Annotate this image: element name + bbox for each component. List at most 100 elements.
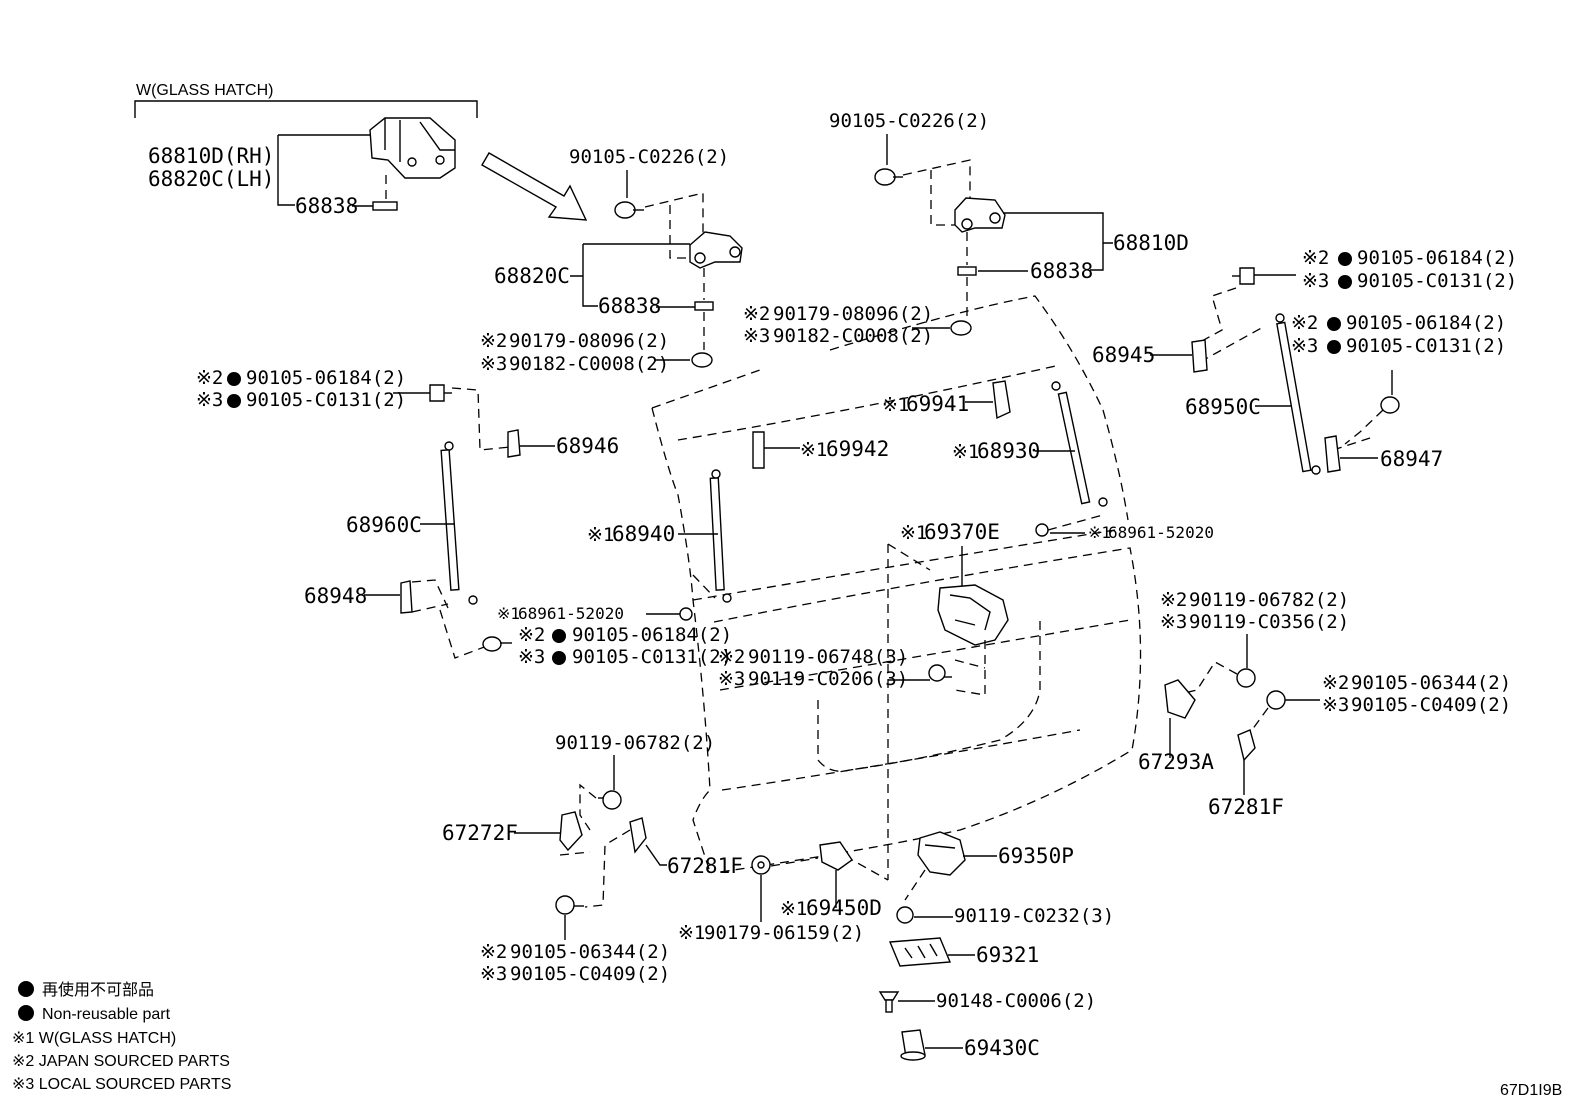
- label-68930: 68930: [977, 439, 1040, 463]
- label-68838-a: 68838: [295, 194, 358, 218]
- mark-1-e: ※1: [1088, 523, 1111, 542]
- lock-69370E-icon: [937, 584, 1009, 646]
- mark-3-d: ※3: [518, 646, 545, 668]
- gas-strut-68960C-icon: [440, 441, 478, 605]
- label-90105-C0226-b: 90105-C0226(2): [829, 110, 989, 132]
- gas-strut-68930-icon: [1051, 381, 1108, 507]
- label-90148-C0006: 90148-C0006(2): [936, 990, 1096, 1012]
- bracket-69941-icon: [992, 380, 1011, 420]
- bracket-68948-icon: [400, 580, 413, 614]
- non-reusable-dot-icon: [1327, 317, 1341, 331]
- label-90119-06748: 90119-06748(3): [748, 646, 908, 668]
- bolt-icon: [555, 895, 584, 915]
- legend-note-1: ※1 W(GLASS HATCH): [12, 1030, 176, 1047]
- label-68810D-RH: 68810D(RH): [148, 144, 274, 168]
- label-68838-b: 68838: [598, 294, 661, 318]
- cushion-icon: [1035, 523, 1049, 537]
- gas-strut-68940-icon: [709, 469, 732, 603]
- non-reusable-dot-icon: [18, 981, 34, 997]
- label-90105-C0131-d: 90105-C0131(2): [1346, 335, 1506, 357]
- label-68961-52020-b: 68961-52020: [518, 604, 624, 623]
- mark-1-h: ※1: [780, 898, 807, 920]
- mark-2-f: ※2: [1302, 247, 1329, 269]
- mark-2-h: ※2: [1160, 589, 1187, 611]
- non-reusable-dot-icon: [1327, 340, 1341, 354]
- bolt-icon: [928, 664, 952, 682]
- label-90105-C0131-c: 90105-C0131(2): [1357, 270, 1517, 292]
- bushing-icon: [751, 855, 771, 875]
- label-90105-C0409-b: 90105-C0409(2): [510, 963, 670, 985]
- label-68940: 68940: [612, 522, 675, 546]
- bottom-center-group: ※1 69450D ※1 90179-06159(2) 69350P 90119…: [678, 831, 1114, 1061]
- back-door-panel: [651, 295, 1142, 873]
- label-69430C: 69430C: [964, 1036, 1040, 1060]
- label-67272F: 67272F: [442, 821, 518, 845]
- label-69350P: 69350P: [998, 844, 1074, 868]
- bolt-icon: [896, 906, 914, 924]
- bracket-69450D-icon: [819, 841, 853, 871]
- label-90119-06782-b: 90119-06782(2): [555, 732, 715, 754]
- label-67281F-b: 67281F: [667, 854, 743, 878]
- label-69450D: 69450D: [806, 896, 882, 920]
- mark-2-c: ※2: [196, 367, 223, 389]
- bracket-68946-icon: [507, 429, 521, 458]
- mark-3-j: ※3: [480, 963, 507, 985]
- direction-arrow-icon: [481, 152, 588, 221]
- label-69321: 69321: [976, 943, 1039, 967]
- label-68946: 68946: [556, 434, 619, 458]
- non-reusable-dot-icon: [227, 372, 241, 386]
- label-69370E: 69370E: [924, 520, 1000, 544]
- label-90105-06184-c: 90105-06184(2): [1357, 247, 1517, 269]
- mark-3-g: ※3: [1291, 335, 1318, 357]
- gas-strut-68950C-icon: [1275, 313, 1321, 475]
- bumper-67281F-icon: [629, 817, 647, 854]
- mark-2-a: ※2: [480, 330, 507, 352]
- bolt-icon: [1266, 690, 1286, 710]
- bracket-68947-icon: [1324, 435, 1341, 473]
- mark-1-b: ※1: [587, 524, 614, 546]
- diagram-code: 67D1I9B: [1500, 1082, 1562, 1099]
- mark-3-b: ※3: [743, 325, 770, 347]
- mark-2-e: ※2: [718, 646, 745, 668]
- label-90119-C0356: 90119-C0356(2): [1189, 611, 1349, 633]
- mark-3-h: ※3: [1160, 611, 1187, 633]
- striker-67293A-icon: [1164, 679, 1196, 719]
- bolt-icon: [598, 790, 622, 810]
- right-hinge-group: 90105-C0226(2) 68810D 68838 ※2 90179-080…: [743, 110, 1189, 347]
- legend: 再使用不可部品 Non-reusable part ※1 W(GLASS HAT…: [12, 981, 231, 1093]
- glass-hatch-group-label: W(GLASS HATCH): [136, 82, 273, 99]
- mark-2-g: ※2: [1291, 312, 1318, 334]
- mark-1-a: ※1: [800, 439, 827, 461]
- left-strut-group: ※2 90105-06184(2) ※3 90105-C0131(2) 6894…: [196, 367, 619, 659]
- label-90182-C0008-b: 90182-C0008(2): [773, 325, 933, 347]
- plate-69321-icon: [888, 937, 952, 967]
- mark-3-c: ※3: [196, 389, 223, 411]
- label-90105-06344-b: 90105-06344(2): [510, 941, 670, 963]
- mark-3-i: ※3: [1322, 694, 1349, 716]
- non-reusable-dot-icon: [1338, 275, 1352, 289]
- mark-1-f: ※1: [497, 604, 520, 623]
- label-68820C: 68820C: [494, 264, 570, 288]
- bolt-icon: [1236, 668, 1256, 688]
- mark-1-d: ※1: [952, 441, 979, 463]
- clip-icon: [691, 352, 713, 368]
- label-68810D: 68810D: [1113, 231, 1189, 255]
- bolt-icon: [482, 636, 512, 652]
- label-68961-52020-a: 68961-52020: [1108, 523, 1214, 542]
- bolt-icon: [614, 201, 644, 219]
- label-68838-c: 68838: [1030, 259, 1093, 283]
- bolt-icon: [1232, 267, 1255, 285]
- glass-hatch-hinge-icon: [369, 117, 456, 211]
- label-68945: 68945: [1092, 343, 1155, 367]
- left-hinge-group: 90105-C0226(2) 68820C 68838 ※2 90179-080…: [480, 146, 743, 375]
- label-90105-C0226-a: 90105-C0226(2): [569, 146, 729, 168]
- mark-3-f: ※3: [1302, 270, 1329, 292]
- label-90119-06782-a: 90119-06782(2): [1189, 589, 1349, 611]
- mark-1-i: ※1: [678, 922, 705, 944]
- mark-1-c: ※1: [882, 394, 909, 416]
- label-90105-C0131-b: 90105-C0131(2): [572, 646, 732, 668]
- non-reusable-dot-icon: [552, 651, 566, 665]
- bumper-67281F-icon: [1237, 729, 1256, 762]
- right-strut-group: ※2 90105-06184(2) ※3 90105-C0131(2) 6894…: [1092, 247, 1517, 475]
